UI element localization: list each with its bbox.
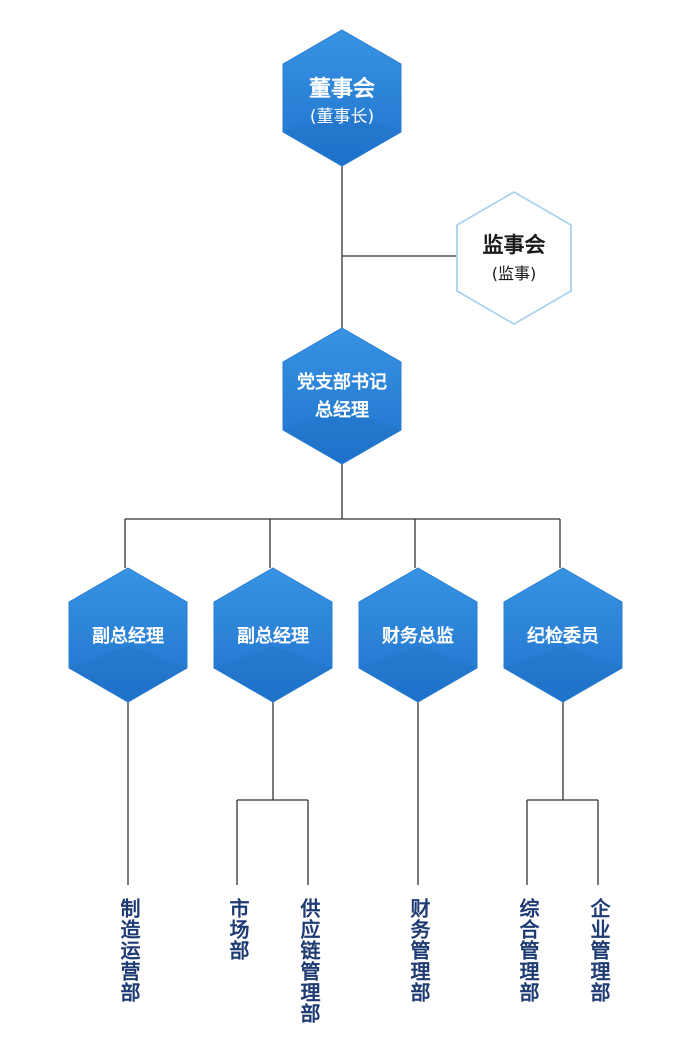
manager-node: 副总经理: [213, 567, 333, 703]
dept-general: 综合管理部: [516, 898, 540, 1003]
manager-label: 副总经理: [92, 625, 164, 647]
manager-label: 副总经理: [237, 625, 309, 647]
dept-finance: 财务管理部: [407, 898, 431, 1003]
supervisory-node: 监事会 (监事): [456, 190, 572, 326]
board-subtitle: (董事长): [310, 107, 374, 127]
supervisory-subtitle: (监事): [492, 264, 537, 283]
supervisory-title: 监事会: [483, 233, 546, 257]
dept-enterprise: 企业管理部: [587, 898, 611, 1003]
dept-market: 市场部: [226, 898, 250, 961]
manager-node: 财务总监: [358, 567, 478, 703]
secretary-node: 党支部书记 总经理: [282, 327, 402, 465]
manager-label: 纪检委员: [527, 625, 599, 647]
dept-manufacturing: 制造运营部: [117, 898, 141, 1003]
manager-node: 纪检委员: [503, 567, 623, 703]
manager-label: 财务总监: [382, 625, 454, 647]
secretary-line1: 党支部书记: [297, 371, 387, 393]
manager-node: 副总经理: [68, 567, 188, 703]
secretary-line2: 总经理: [315, 399, 369, 421]
board-title: 董事会: [309, 76, 375, 102]
dept-supply-chain: 供应链管理部: [297, 898, 321, 1024]
board-node: 董事会 (董事长): [282, 29, 402, 167]
connector-lines: [124, 165, 599, 885]
